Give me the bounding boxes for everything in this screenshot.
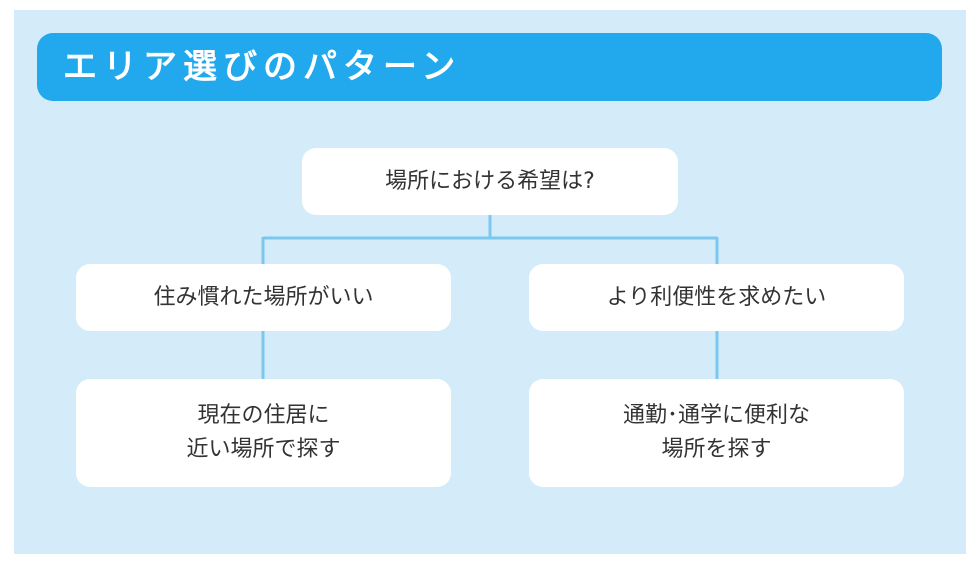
left-branch-node: 住み慣れた場所がいい <box>76 264 451 331</box>
root-node-label: 場所における希望は? <box>385 168 595 194</box>
diagram-title: エリア選びのパターン <box>63 47 462 87</box>
left-leaf-line-1: 現在の住居に <box>197 403 330 428</box>
right-leaf-line-2: 場所を探す <box>661 437 772 462</box>
title-bar: エリア選びのパターン <box>37 33 942 101</box>
right-branch-label: より利便性を求めたい <box>606 284 827 310</box>
root-node: 場所における希望は? <box>302 148 678 215</box>
left-branch-label: 住み慣れた場所がいい <box>153 284 374 310</box>
left-leaf-line-2: 近い場所で探す <box>186 437 341 462</box>
right-branch-node: より利便性を求めたい <box>529 264 904 331</box>
right-leaf-line-1: 通勤･通学に便利な <box>622 403 810 428</box>
left-leaf-node: 現在の住居に 近い場所で探す <box>76 379 451 487</box>
right-leaf-node: 通勤･通学に便利な 場所を探す <box>529 379 904 487</box>
